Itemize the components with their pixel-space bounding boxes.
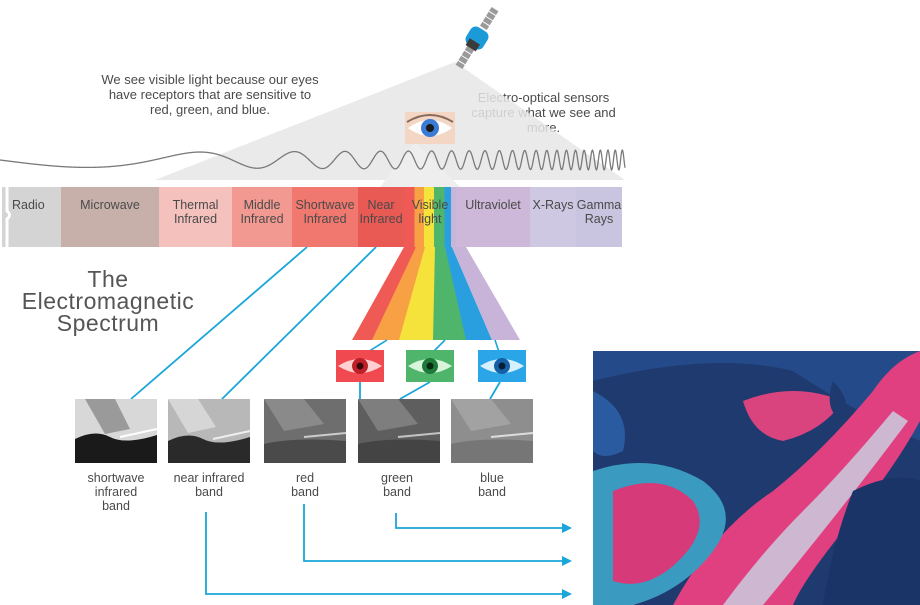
title-line-3: Spectrum: [56, 310, 160, 336]
red-band-arrow: [303, 504, 570, 562]
blue-band-image: [451, 399, 533, 463]
rainbow-yellow: [399, 247, 436, 340]
green-eye-connector: [399, 381, 431, 400]
scale-break-icon: [5, 187, 11, 247]
nir-band-arrow: [205, 512, 570, 595]
blue-eye-icon: [478, 350, 526, 382]
red-band-image: [264, 399, 346, 463]
band-label-green: green band: [381, 471, 413, 499]
red-eye-icon: [336, 350, 384, 382]
title-line-1: The: [87, 266, 129, 292]
title-line-2: Electromagnetic: [21, 288, 195, 314]
segment-ultraviolet: Ultraviolet: [456, 187, 530, 247]
nir-connector: [221, 246, 377, 400]
rainbow-violet: [452, 247, 520, 340]
green-band-arrow: [395, 513, 570, 529]
segment-radio: Radio: [2, 187, 61, 247]
segment-shortwave-infrared: Shortwave Infrared: [292, 187, 358, 247]
band-label-blue: blue band: [478, 471, 506, 499]
segment-visible-light: Visible light: [404, 187, 456, 247]
em-wave: [0, 148, 626, 172]
arrowhead-2: [562, 556, 572, 566]
nir-band-image: [168, 399, 250, 463]
satellite-view-cone: [155, 62, 625, 180]
rainbow-blue: [445, 247, 492, 340]
segment-x-rays: X-Rays: [530, 187, 576, 247]
page-title: The Electromagnetic Spectrum: [8, 266, 208, 336]
band-label-swir: shortwave infrared band: [87, 471, 145, 513]
caption-human-vision: We see visible light because our eyes ha…: [101, 72, 319, 117]
arrowhead-1: [562, 523, 572, 533]
eye-view-cone: [380, 142, 460, 187]
segment-thermal-infrared: Thermal Infrared: [159, 187, 232, 247]
segment-microwave: Microwave: [61, 187, 159, 247]
blue-eye-connector: [489, 381, 501, 400]
band-label-nir: near infrared band: [173, 471, 245, 499]
band-label-red: red band: [291, 471, 319, 499]
green-band-image: [358, 399, 440, 463]
green-eye-icon: [406, 350, 454, 382]
satellite-icon: [455, 7, 499, 69]
false-color-composite-image: [593, 351, 920, 605]
human-eye-icon: [405, 112, 455, 144]
segment-middle-infrared: Middle Infrared: [232, 187, 292, 247]
segment-near-infrared: Near Infrared: [358, 187, 404, 247]
swir-band-image: [75, 399, 157, 463]
rainbow-green: [433, 247, 469, 340]
swir-connector: [130, 246, 308, 400]
segment-gamma-rays: Gamma Rays: [576, 187, 622, 247]
arrowhead-3: [562, 589, 572, 599]
